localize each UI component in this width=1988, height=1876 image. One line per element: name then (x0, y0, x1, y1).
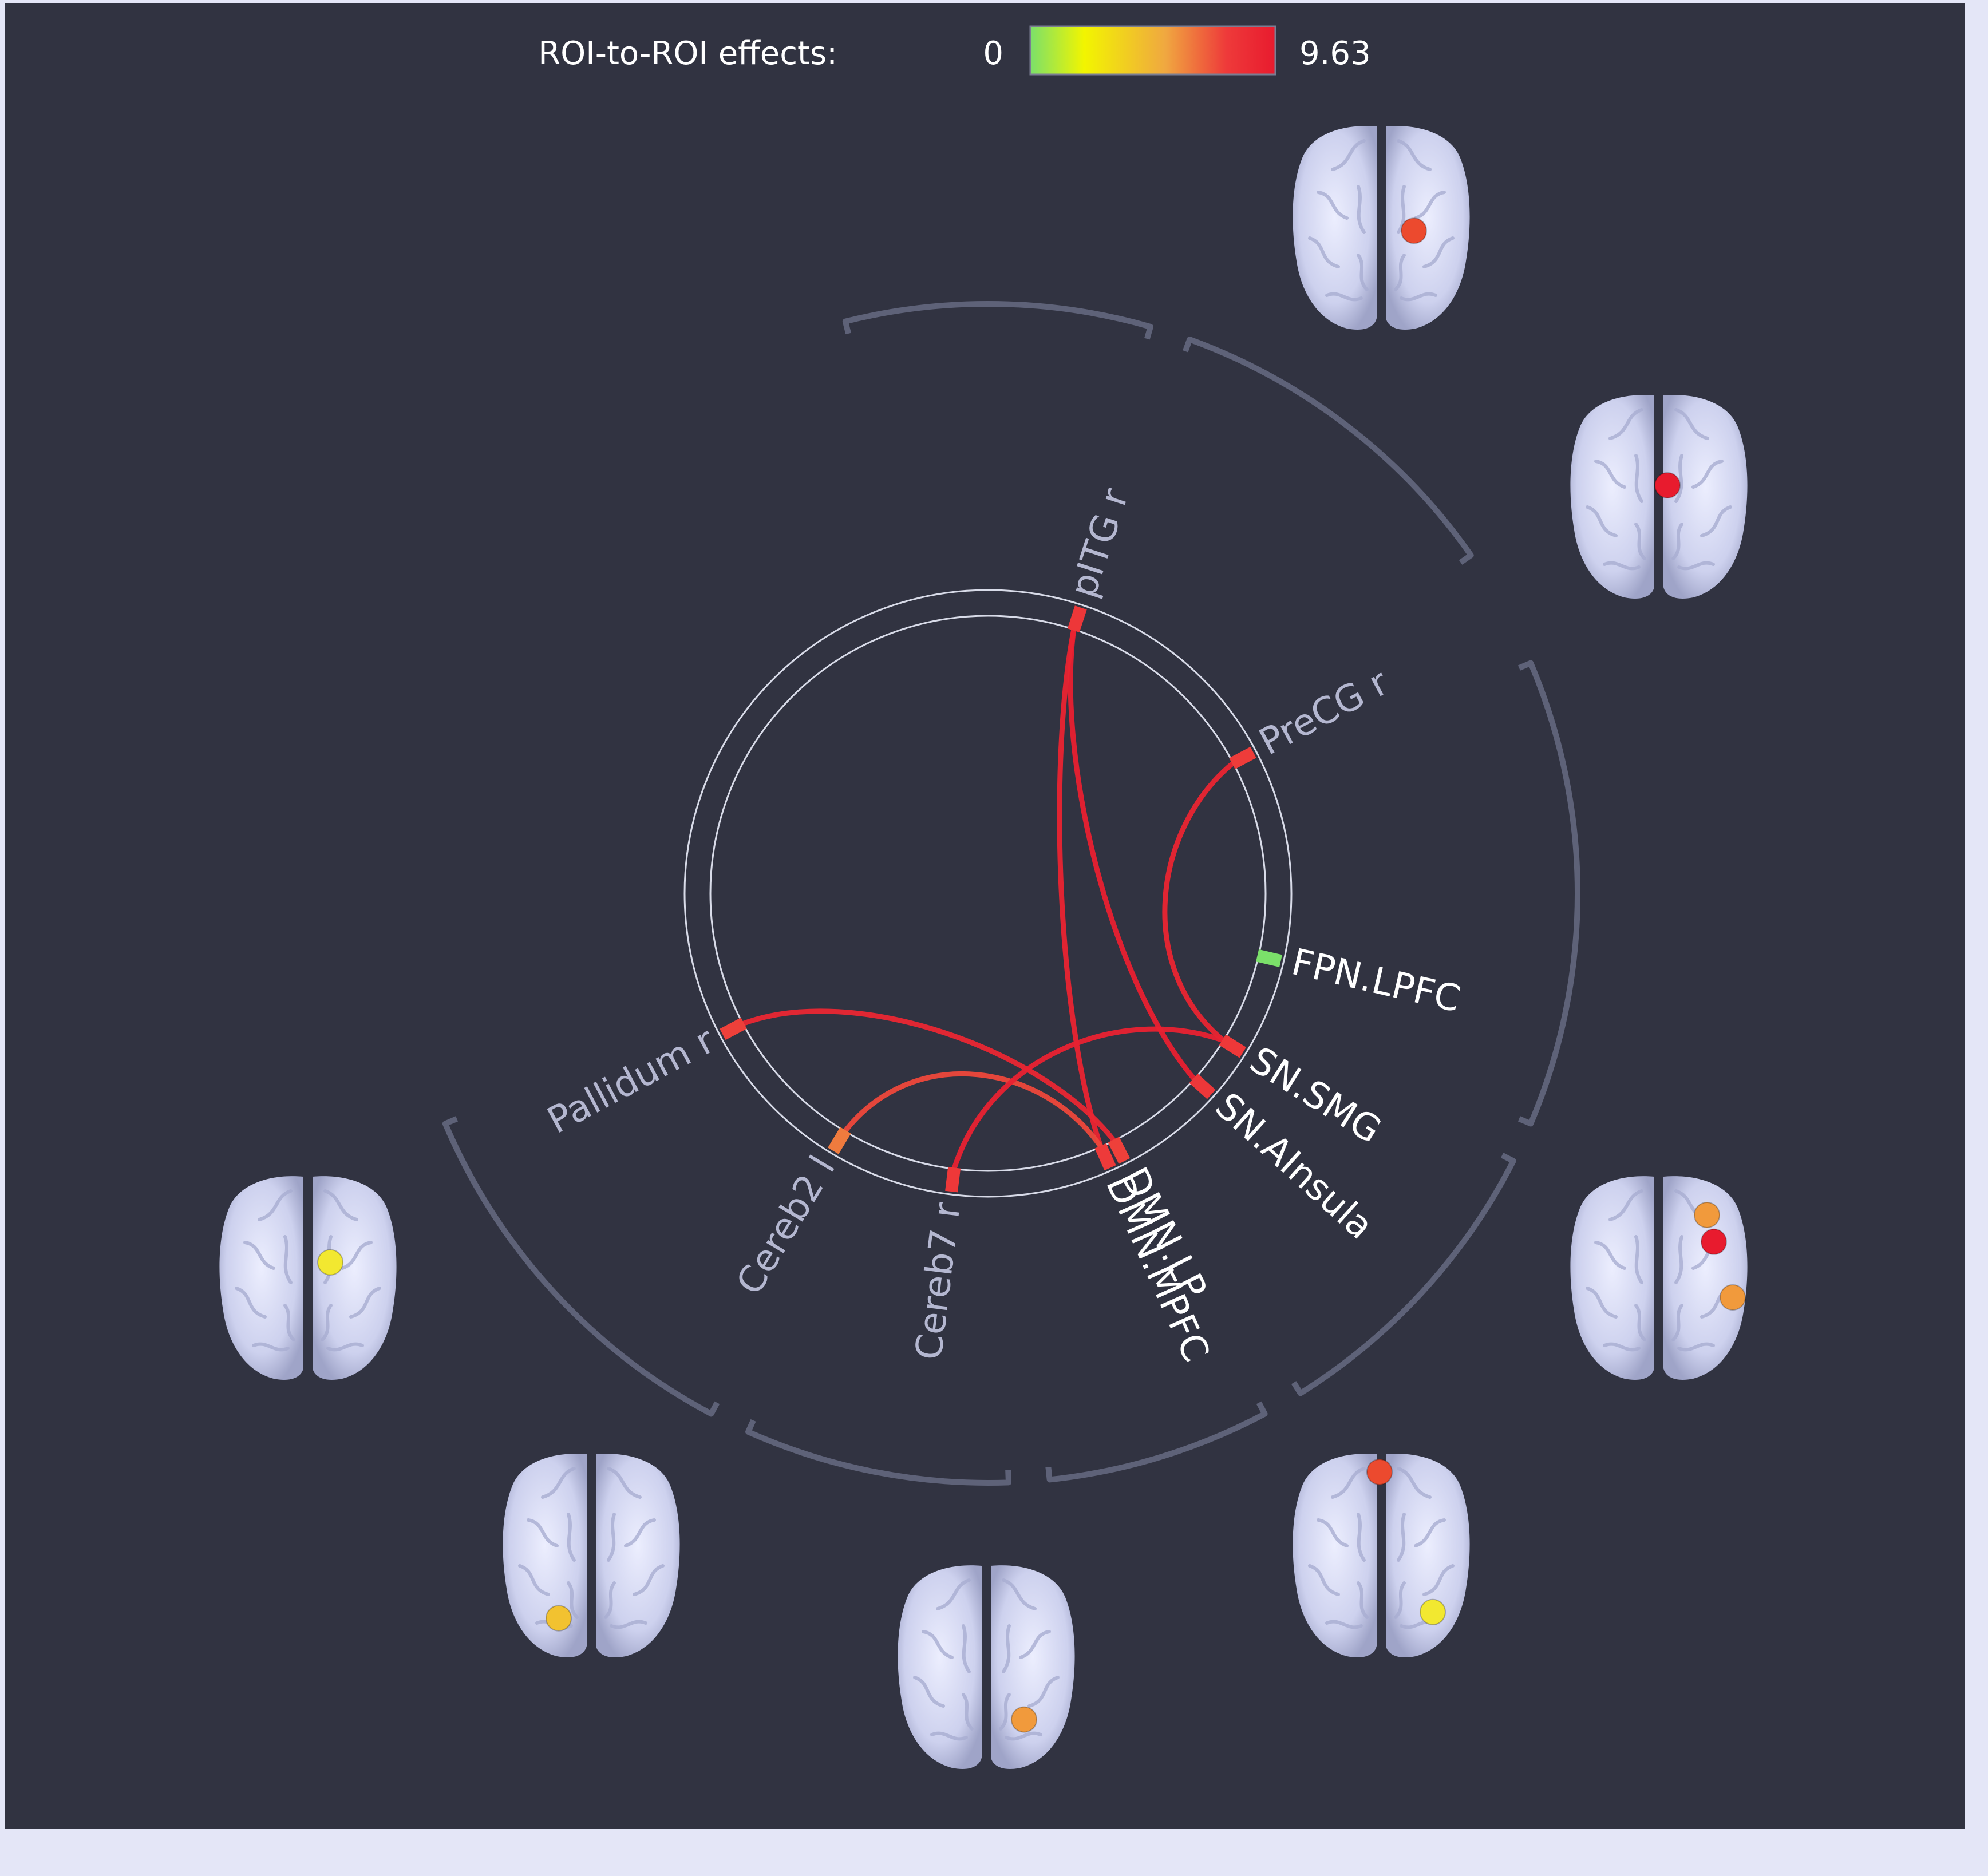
roi-label-Cereb7_r: Cereb7 r (908, 1200, 969, 1362)
brain-4 (1293, 1454, 1469, 1657)
roi-tick-SN_AInsula (1189, 1074, 1216, 1099)
group-arc-5 (1045, 1401, 1268, 1483)
brain-3-spot-1 (1694, 1202, 1720, 1228)
group-arc-1 (842, 301, 1153, 340)
brain-1-outline (1293, 126, 1469, 330)
brain-6-outline (503, 1454, 679, 1657)
roi-label-pITG_r: pITG r (1062, 483, 1137, 603)
connectome-svg: ROI-to-ROI effects: 0 9.63 pITG r PreCG r… (5, 25, 1965, 1829)
roi-tick-Cereb7_r (945, 1167, 961, 1193)
roi-label-FPN_LPFC: FPN.LPFC (1287, 941, 1464, 1020)
brain-4-spot-1 (1366, 1459, 1393, 1485)
brain-1 (1293, 126, 1469, 330)
brain-7 (219, 1176, 396, 1380)
colorbar-title: ROI-to-ROI effects: (538, 35, 837, 72)
connections-layer (740, 627, 1236, 1171)
brain-thumbnails (219, 126, 1747, 1769)
group-arc-7 (442, 1116, 720, 1417)
colorbar-max-label: 9.63 (1299, 35, 1371, 72)
roi-tick-PreCG_r (1229, 746, 1256, 769)
connectome-figure: ROI-to-ROI effects: 0 9.63 pITG r PreCG r… (5, 3, 1965, 1829)
roi-tick-Cereb2_l (828, 1127, 851, 1154)
brain-3-outline (1570, 1176, 1747, 1380)
brain-2 (1570, 395, 1747, 599)
brain-2-outline (1570, 395, 1747, 599)
roi-tick-Pallidum_r (720, 1018, 747, 1040)
brain-5 (898, 1565, 1074, 1769)
brain-3 (1570, 1176, 1747, 1380)
group-arc-2 (1183, 337, 1474, 565)
brain-3-spot-2 (1701, 1228, 1727, 1255)
brain-2-spot-1 (1654, 472, 1681, 498)
brain-1-spot-1 (1401, 217, 1427, 244)
brain-7-spot-1 (317, 1249, 343, 1276)
brain-5-outline (898, 1565, 1074, 1769)
connection-Cereb2_l-DMN_MPFC (842, 1071, 1104, 1150)
group-arc-4 (1291, 1153, 1516, 1396)
inner-ring (709, 615, 1267, 1172)
roi-tick-SN_SMG (1219, 1034, 1247, 1058)
connection-pITG_r-DMN_MPFC (1057, 627, 1104, 1150)
brain-4-spot-2 (1420, 1598, 1446, 1625)
brain-6-spot-1 (546, 1605, 572, 1632)
roi-tick-pITG_r (1067, 605, 1087, 633)
roi-tick-DMN_MPFC (1094, 1143, 1116, 1171)
roi-tick-DMN_LP (1108, 1137, 1131, 1164)
colorbar (1029, 25, 1276, 76)
group-arc-3 (1517, 660, 1580, 1127)
group-arc-6 (745, 1419, 1011, 1486)
roi-label-Pallidum_r: Pallidum r (541, 1019, 722, 1142)
roi-ticks-layer (720, 605, 1283, 1193)
roi-label-PreCG_r: PreCG r (1252, 661, 1396, 764)
connection-PreCG_r-SN_SMG (1162, 760, 1236, 1043)
brain-5-spot-1 (1011, 1706, 1037, 1733)
connection-Pallidum_r-DMN_LP (740, 1008, 1117, 1143)
roi-tick-FPN_LPFC (1256, 949, 1283, 967)
brain-3-spot-3 (1720, 1284, 1746, 1311)
brain-6 (503, 1454, 679, 1657)
brain-7-outline (219, 1176, 396, 1380)
network-group-arcs (442, 301, 1580, 1486)
connection-Cereb7_r-SN_SMG (951, 1026, 1226, 1171)
roi-label-Cereb2_l: Cereb2 l (729, 1149, 844, 1302)
colorbar-min-label: 0 (983, 35, 1003, 72)
outer-ring (683, 589, 1293, 1198)
